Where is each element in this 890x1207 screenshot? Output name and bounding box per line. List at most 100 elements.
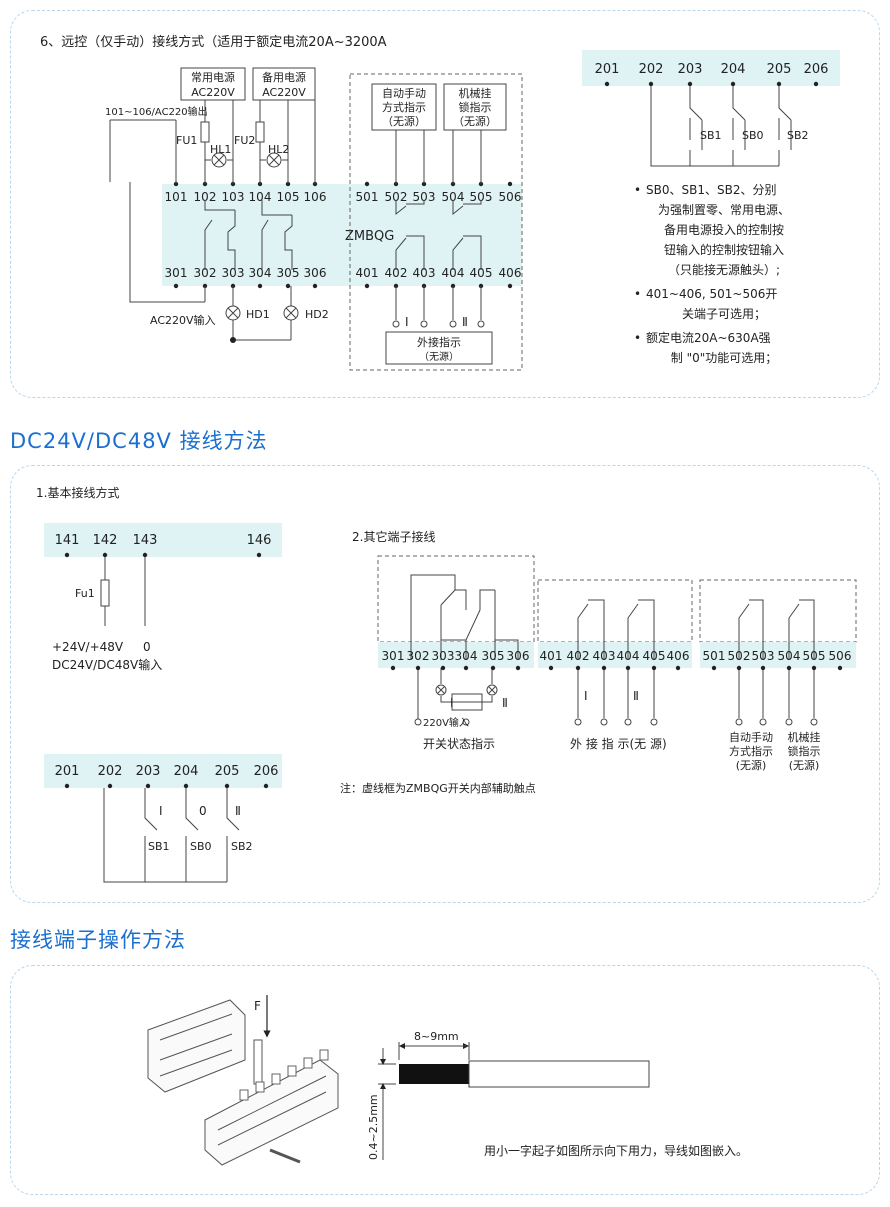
terminal-label: 206	[804, 62, 829, 77]
remote-wiring-title: 6、远控（仅手动）接线方式（适用于额定电流20A~3200A	[40, 34, 387, 50]
dc-input-label-1: +24V/+48V	[52, 640, 124, 654]
ext-roman-2: Ⅱ	[462, 315, 468, 329]
auto-manual-label-3: （无源）	[382, 114, 426, 128]
remote-wiring-panel	[10, 10, 880, 398]
terminal-label: 104	[249, 190, 272, 204]
terminal-label: 103	[222, 190, 245, 204]
switch-state-label: 开关状态指示	[423, 736, 495, 751]
terminal-label: 506	[829, 649, 852, 663]
v220-input-label: 220V输入	[423, 716, 469, 729]
auto-manual-label-1: 自动手动	[382, 86, 426, 100]
terminal-dot	[173, 283, 179, 289]
terminal-dot	[312, 283, 318, 289]
terminal-dot	[102, 552, 108, 558]
terminal-dot	[64, 783, 70, 789]
mech-lock-label-1: 机械挂	[459, 86, 492, 100]
terminal-dot	[263, 783, 269, 789]
terminal-operation-heading: 接线端子操作方法	[10, 928, 186, 952]
terminal-label: 203	[136, 764, 161, 779]
terminal-label: 105	[277, 190, 300, 204]
mech-lock-label-2: 锁指示	[459, 100, 492, 114]
note-line: 为强制置零、常用电源、	[657, 203, 790, 217]
terminal-dot	[107, 783, 113, 789]
hd2-label: HD2	[305, 308, 329, 321]
note-item: SB0、SB1、SB2、分别为强制置零、常用电源、备用电源投入的控制按钮输入的控…	[634, 180, 814, 280]
terminal-dot	[515, 665, 521, 671]
terminal-dot	[285, 283, 291, 289]
terminal-label: 203	[678, 62, 703, 77]
terminal-label: 503	[413, 190, 436, 204]
device-name: ZMBQG	[345, 229, 394, 244]
ext-indicator-label: 外接指示	[417, 335, 461, 349]
terminal-dot	[183, 783, 189, 789]
terminal-dot	[760, 665, 766, 671]
terminal-label: 305	[277, 266, 300, 280]
terminal-label: 143	[133, 533, 158, 548]
dc-sb-mark-1: Ⅰ	[159, 804, 163, 818]
terminal-dot	[625, 665, 631, 671]
terminal-dot	[224, 783, 230, 789]
terminal-label: 403	[413, 266, 436, 280]
terminal-dot	[604, 81, 610, 87]
dc-sb-mark-0: 0	[199, 804, 207, 818]
dc-sb-mark-2: Ⅱ	[235, 804, 241, 818]
terminal-dot	[651, 665, 657, 671]
note-line: 制 "0"功能可选用；	[670, 351, 778, 365]
note-line: 关端子可选用；	[681, 307, 766, 321]
terminal-dot	[256, 552, 262, 558]
terminal-dot	[736, 665, 742, 671]
terminal-dot	[548, 665, 554, 671]
note-line: 额定电流20A~630A强	[634, 328, 814, 348]
terminal-block-drawing	[147, 999, 339, 1166]
force-label: F	[254, 999, 261, 1013]
g3-mech-label-3: (无源)	[789, 758, 820, 772]
backup-power-voltage: AC220V	[262, 86, 306, 99]
terminal-label: 503	[752, 649, 775, 663]
terminal-dot	[575, 665, 581, 671]
g3-mech-label-1: 机械挂	[788, 730, 821, 744]
dc-wiring-panel	[10, 465, 880, 903]
dc-input-label-2: DC24V/DC48V输入	[52, 657, 162, 672]
terminal-dot	[776, 81, 782, 87]
terminal-label: 505	[803, 649, 826, 663]
terminal-label: 405	[643, 649, 666, 663]
terminal-label: 305	[482, 649, 505, 663]
backup-power-label: 备用电源	[262, 70, 306, 84]
terminal-label: 306	[507, 649, 530, 663]
dc-sb0-label: SB0	[190, 840, 212, 853]
wire-diameter-label: 0.4~2.5mm	[367, 1094, 380, 1160]
g3-auto-label-3: (无源)	[736, 758, 767, 772]
g2-roman-1: Ⅰ	[584, 689, 588, 703]
wire-drawing	[378, 1042, 650, 1160]
terminal-label: 101	[165, 190, 188, 204]
terminal-label: 102	[194, 190, 217, 204]
terminal-dot	[145, 783, 151, 789]
terminal-label: 403	[593, 649, 616, 663]
terminal-label: 146	[247, 533, 272, 548]
g3-auto-label-1: 自动手动	[729, 730, 773, 744]
terminal-dot	[463, 665, 469, 671]
terminal-dot	[786, 665, 792, 671]
terminal-label: 504	[778, 649, 801, 663]
terminal-label: 303	[222, 266, 245, 280]
terminal-label: 205	[767, 62, 792, 77]
terminal-dot	[390, 665, 396, 671]
terminal-dot	[675, 665, 681, 671]
terminal-label: 504	[442, 190, 465, 204]
ext-indicator-sub: （无源）	[419, 350, 459, 363]
terminal-dot	[648, 81, 654, 87]
operation-instruction: 用小一字起子如图所示向下用力，导线如图嵌入。	[484, 1143, 748, 1158]
terminal-label: 204	[721, 62, 746, 77]
terminal-slots	[239, 1049, 329, 1101]
ext-roman-1: Ⅰ	[405, 315, 409, 329]
terminal-dot	[440, 665, 446, 671]
terminal-label: 303	[432, 649, 455, 663]
